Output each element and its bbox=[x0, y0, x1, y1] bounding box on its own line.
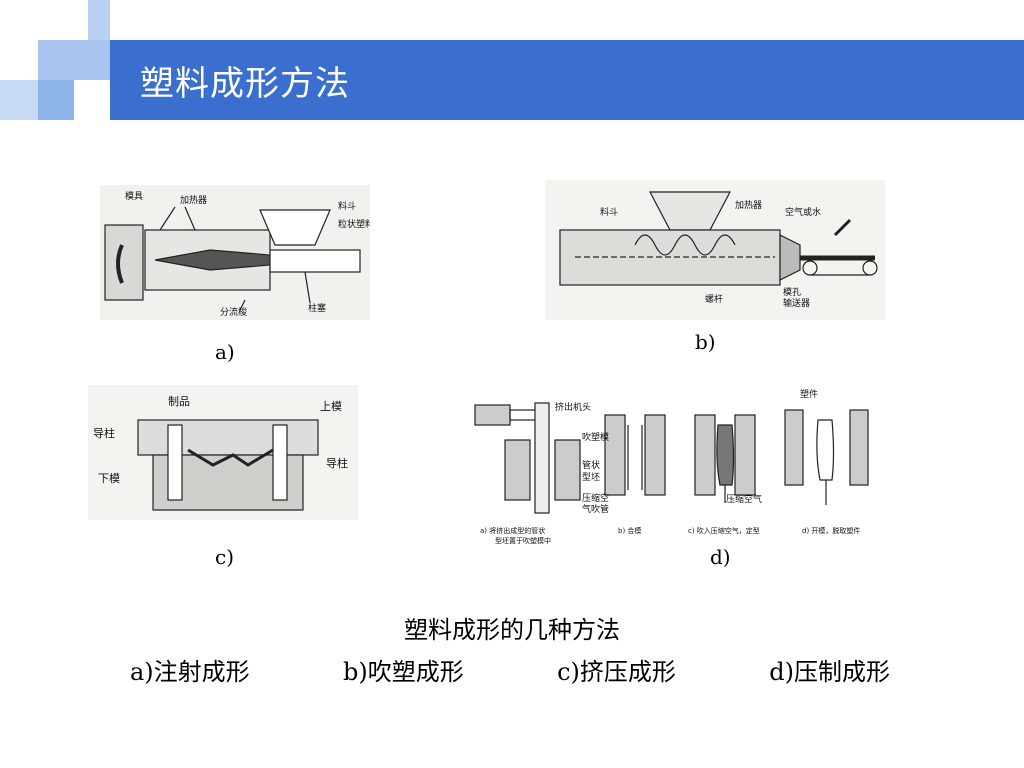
callout-b-1: 加热器 bbox=[735, 199, 762, 211]
callout-c-2: 导柱 bbox=[93, 426, 115, 440]
callout-a-3: 粒状塑料 bbox=[338, 218, 370, 230]
caption-items: a)注射成形 b)吹塑成形 c)挤压成形 d)压制成形 bbox=[130, 652, 890, 687]
figure-a-diagram: 模具 加热器 料斗 粒状塑料 分流梭 柱塞 bbox=[100, 185, 370, 320]
callout-b-5: 输送器 bbox=[783, 297, 810, 309]
callout-c-0: 制品 bbox=[168, 395, 190, 408]
figure-c-diagram: 制品 上模 导柱 导柱 下模 bbox=[88, 385, 358, 520]
deco-square bbox=[88, 0, 110, 40]
callout-b-0: 料斗 bbox=[600, 206, 618, 218]
caption-item-a: a)注射成形 bbox=[130, 658, 250, 686]
callout-c-3: 导柱 bbox=[326, 456, 348, 470]
callout-a-1: 加热器 bbox=[180, 194, 207, 206]
subcaption-d-3: c) 吹入压缩空气，定型 bbox=[688, 526, 760, 535]
deco-square bbox=[38, 40, 110, 80]
deco-square bbox=[0, 80, 38, 120]
figure-d-label: d) bbox=[710, 545, 731, 569]
callout-b-3: 螺杆 bbox=[705, 293, 723, 305]
slide-title: 塑料成形方法 bbox=[140, 64, 350, 104]
callout-a-4: 分流梭 bbox=[220, 306, 247, 318]
callout-a-0: 模具 bbox=[125, 191, 143, 202]
callout-d-3: 型坯 bbox=[582, 471, 600, 483]
subcaption-d-0: a) 将挤出成型的管状 bbox=[480, 526, 545, 535]
callout-d-0: 挤出机头 bbox=[555, 401, 591, 413]
callout-a-2: 料斗 bbox=[338, 200, 356, 212]
subcaption-d-2: b) 合模 bbox=[618, 526, 641, 535]
figure-c-label: c) bbox=[215, 545, 235, 569]
deco-square bbox=[38, 80, 74, 120]
caption-item-d: d)压制成形 bbox=[769, 658, 890, 686]
figure-a-label: a) bbox=[215, 340, 235, 364]
callout-d-4: 压缩空 bbox=[582, 492, 609, 504]
callout-b-2: 空气或水 bbox=[785, 206, 821, 218]
callout-d-1: 吹塑模 bbox=[582, 431, 609, 443]
caption-item-b: b)吹塑成形 bbox=[343, 658, 464, 686]
caption-item-c: c)挤压成形 bbox=[557, 658, 676, 686]
title-bar bbox=[110, 40, 1024, 120]
figure-b-label: b) bbox=[695, 330, 716, 354]
callout-c-4: 下模 bbox=[98, 472, 120, 485]
figure-b-diagram: 料斗 加热器 空气或水 螺杆 模孔 输送器 bbox=[545, 180, 885, 320]
callout-d-5: 气吹管 bbox=[582, 503, 609, 515]
callout-c-1: 上模 bbox=[320, 400, 342, 413]
figure-d-diagram: 挤出机头 吹塑模 管状 型坯 压缩空 气吹管 压缩空气 塑件 a) 将挤出成型的… bbox=[470, 385, 880, 545]
caption-title: 塑料成形的几种方法 bbox=[404, 616, 620, 644]
callout-d-2: 管状 bbox=[582, 459, 600, 471]
callout-b-4: 模孔 bbox=[783, 287, 801, 298]
callout-d-6: 压缩空气 bbox=[726, 493, 762, 505]
callout-d-7: 塑件 bbox=[800, 388, 818, 400]
callout-a-5: 柱塞 bbox=[308, 302, 326, 314]
subcaption-d-1: 型坯置于吹塑模中 bbox=[495, 536, 551, 545]
subcaption-d-4: d) 开模，脱取塑件 bbox=[802, 526, 860, 535]
